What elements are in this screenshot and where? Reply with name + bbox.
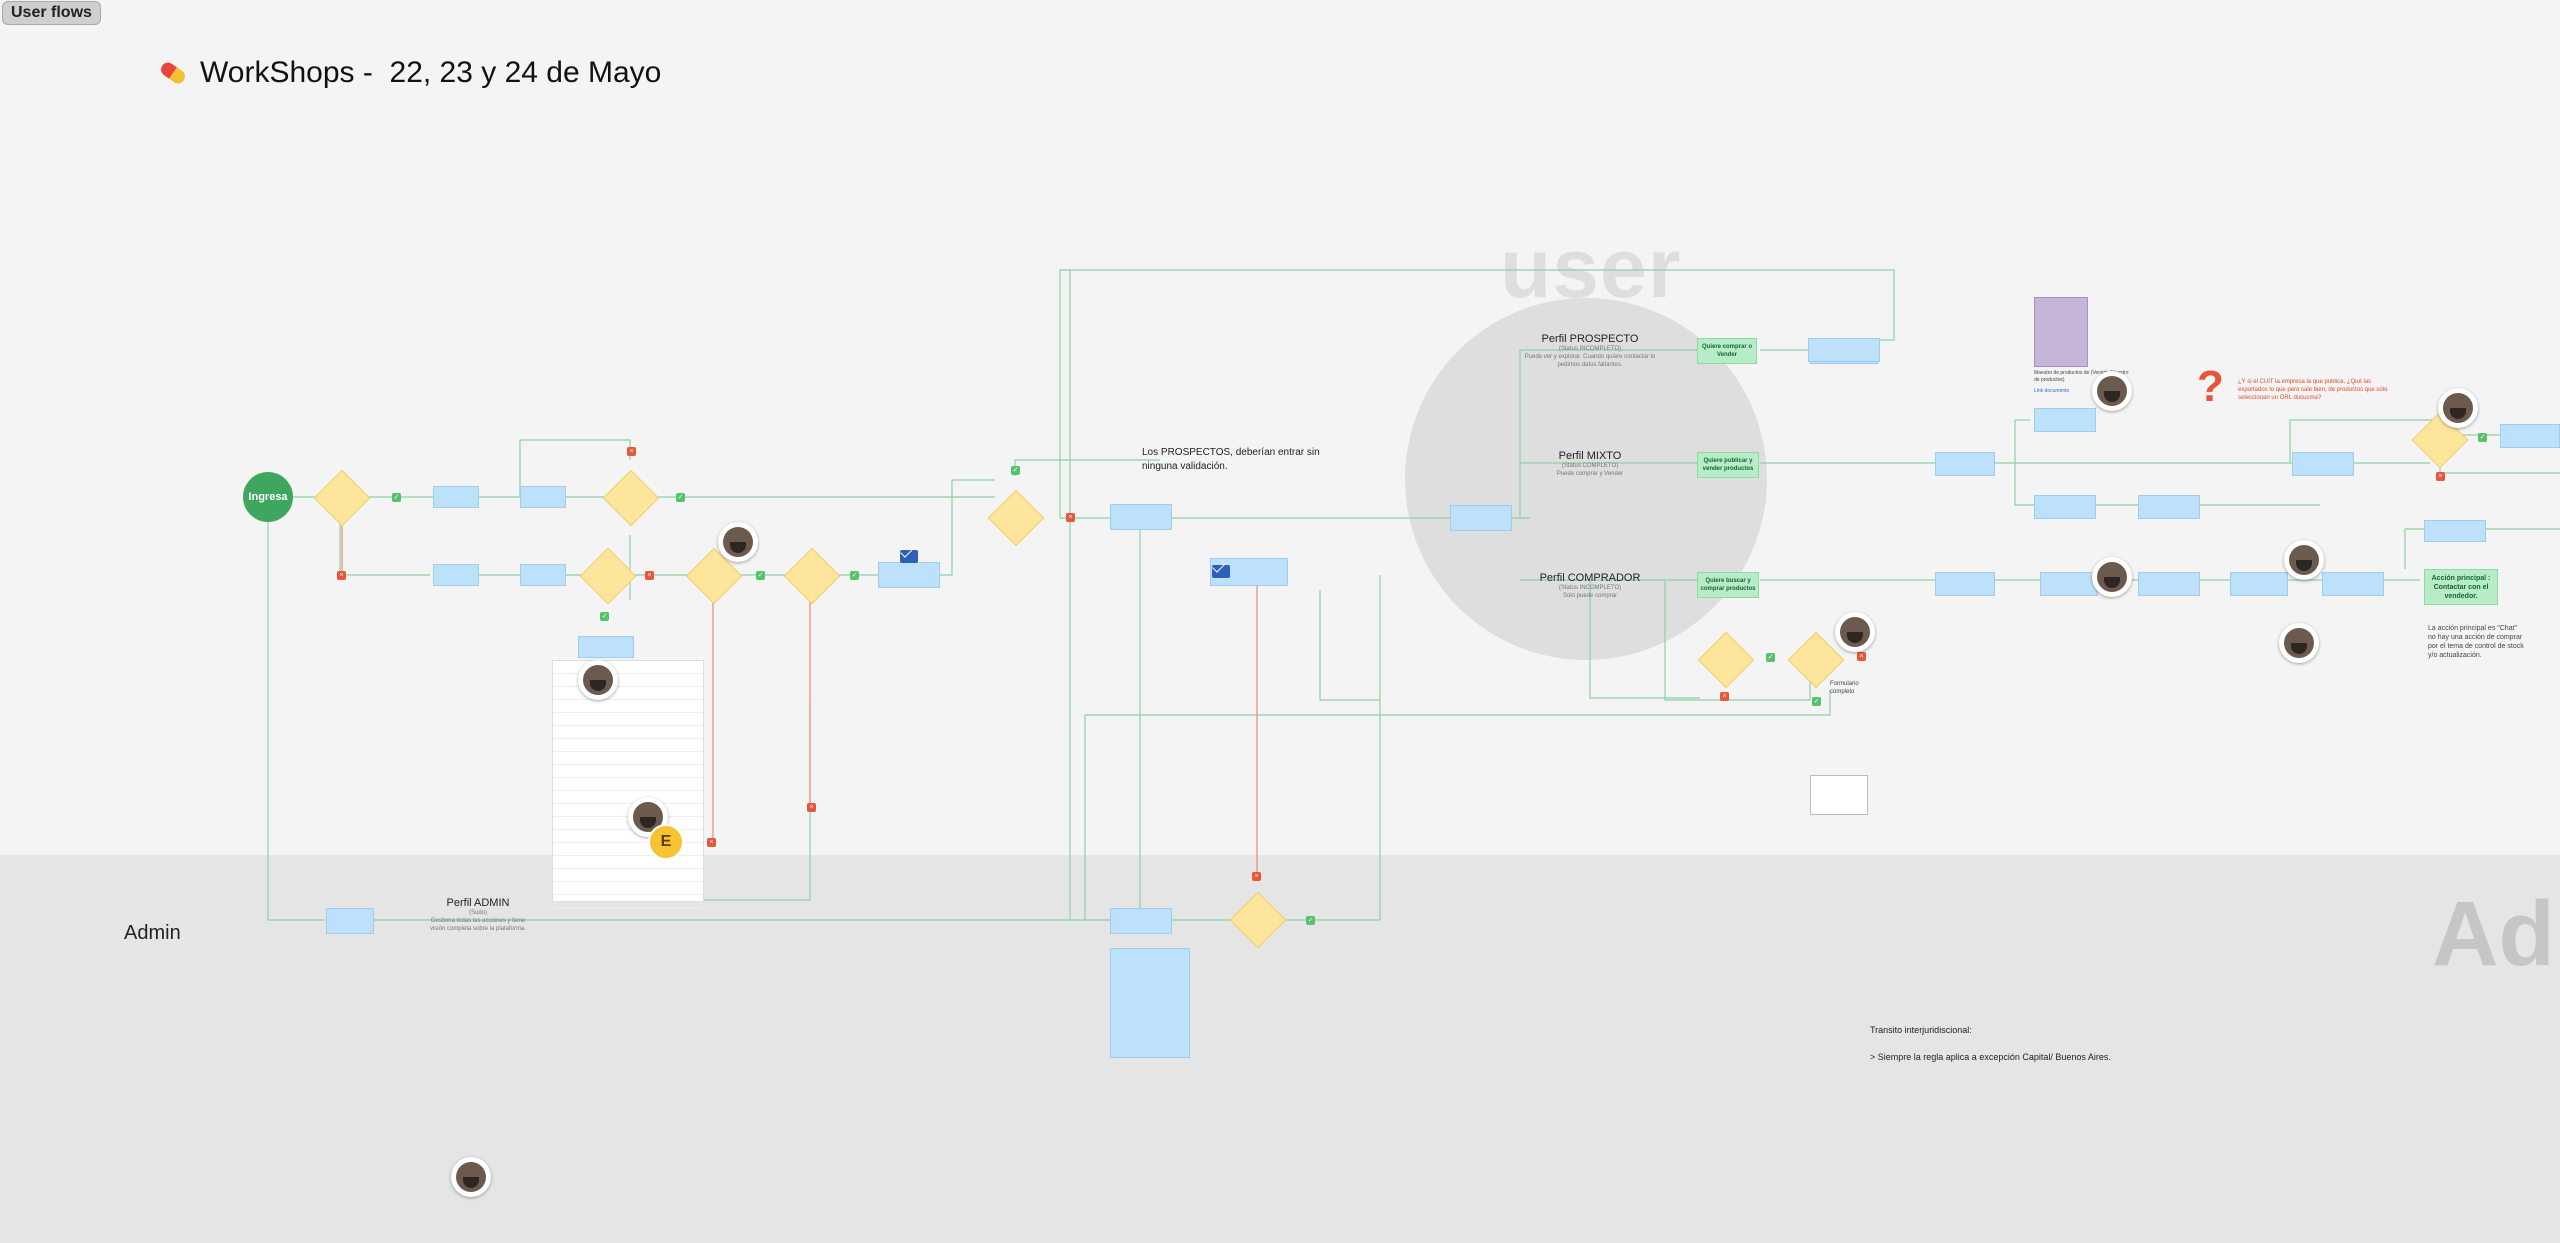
- cross-icon: ×: [337, 571, 346, 580]
- avatar-icon[interactable]: [2284, 540, 2324, 580]
- process-node[interactable]: [520, 486, 566, 508]
- admin-lane-label: Admin: [124, 922, 181, 944]
- cross-icon: ×: [1066, 513, 1075, 522]
- form-label[interactable]: Formulario completo: [1830, 681, 1859, 695]
- profile-status: (Status COMPLETO): [1561, 463, 1619, 469]
- avatar-icon[interactable]: [2092, 557, 2132, 597]
- cross-icon: ×: [807, 803, 816, 812]
- admin-watermark: Adm: [2432, 883, 2560, 985]
- check-icon: ✓: [392, 493, 401, 502]
- mail-icon: [900, 550, 918, 563]
- profile-mixto[interactable]: Perfil MIXTO (Status COMPLETO) Puede com…: [1520, 450, 1660, 478]
- maestro-note[interactable]: Maestro de productos de (Versión Maestro…: [2034, 370, 2129, 383]
- goal-comprar[interactable]: Quiere buscar y comprar productos: [1697, 572, 1759, 598]
- process-node[interactable]: [2040, 572, 2098, 596]
- process-node[interactable]: [578, 636, 634, 658]
- avatar-icon[interactable]: [2279, 623, 2319, 663]
- question-note[interactable]: ¿Y si el CUIT la empresa la que publica,…: [2238, 379, 2388, 401]
- check-icon: ✓: [850, 571, 859, 580]
- process-node[interactable]: [326, 908, 374, 934]
- profile-title: Perfil COMPRADOR: [1539, 572, 1641, 584]
- cross-icon: ×: [2436, 472, 2445, 481]
- avatar-icon[interactable]: [718, 522, 758, 562]
- avatar-icon[interactable]: [2092, 371, 2132, 411]
- document-thumbnail[interactable]: [2034, 297, 2088, 367]
- check-icon: ✓: [2478, 433, 2487, 442]
- transito-rule[interactable]: > Siempre la regla aplica a excepción Ca…: [1870, 1052, 2111, 1062]
- process-node[interactable]: [520, 564, 566, 586]
- process-node[interactable]: [1110, 504, 1172, 530]
- check-icon: ✓: [756, 571, 765, 580]
- process-node[interactable]: [2034, 495, 2096, 519]
- process-node[interactable]: [433, 564, 479, 586]
- process-node[interactable]: [1450, 505, 1512, 531]
- frame-tag[interactable]: User flows: [2, 1, 101, 25]
- process-node[interactable]: [2034, 408, 2096, 432]
- avatar-icon[interactable]: [451, 1157, 491, 1197]
- action-note[interactable]: La acción principal es "Chat" no hay una…: [2428, 625, 2524, 659]
- cross-icon: ×: [1252, 872, 1261, 881]
- question-icon: ?: [2197, 362, 2224, 411]
- profile-status: (Sudo): [468, 910, 487, 916]
- start-node[interactable]: Ingresa: [243, 472, 293, 522]
- avatar-icon[interactable]: [1835, 612, 1875, 652]
- process-node[interactable]: [1935, 452, 1995, 476]
- user-watermark: user: [1500, 221, 1682, 315]
- cross-icon: ×: [1720, 692, 1729, 701]
- profile-title: Perfil ADMIN: [446, 897, 510, 909]
- profile-comprador[interactable]: Perfil COMPRADOR (Status INCOMPLETO) Sol…: [1520, 572, 1660, 600]
- avatar-icon[interactable]: [578, 660, 618, 700]
- cross-icon: ×: [1857, 652, 1866, 661]
- data-table-card[interactable]: [552, 660, 704, 908]
- profile-title: Perfil MIXTO: [1558, 450, 1622, 462]
- profile-desc: Puede ver y explorar. Cuando quiere cont…: [1524, 354, 1656, 368]
- profile-desc: Gestiona todas las acciones y tiene visi…: [429, 918, 527, 932]
- process-node[interactable]: [1935, 572, 1995, 596]
- process-node[interactable]: [2292, 452, 2354, 476]
- check-icon: ✓: [676, 493, 685, 502]
- profile-title: Perfil PROSPECTO: [1541, 333, 1639, 345]
- check-icon: ✓: [600, 612, 609, 621]
- cross-icon: ×: [645, 571, 654, 580]
- process-node[interactable]: [2230, 572, 2288, 596]
- title-block: WorkShops - 22, 23 y 24 de Mayo: [158, 56, 662, 90]
- check-icon: ✓: [1306, 916, 1315, 925]
- cross-icon: ×: [627, 447, 636, 456]
- page-title[interactable]: WorkShops - 22, 23 y 24 de Mayo: [200, 56, 662, 89]
- process-node[interactable]: [2322, 572, 2384, 596]
- check-icon: ✓: [1011, 466, 1020, 475]
- doc-link[interactable]: Link documento: [2034, 388, 2070, 394]
- profile-desc: Solo puede comprar: [1562, 593, 1618, 599]
- profile-admin[interactable]: Perfil ADMIN (Sudo) Gestiona todas las a…: [428, 897, 528, 933]
- profile-desc: Puede comprar y Vender: [1556, 471, 1624, 477]
- transito-title[interactable]: Transito interjuridiscional:: [1870, 1025, 1972, 1035]
- action-box[interactable]: Acción principal : Contactar con el vend…: [2424, 569, 2498, 605]
- process-node[interactable]: [878, 562, 940, 588]
- prospect-note[interactable]: Los PROSPECTOS, deberían entrar sin ning…: [1142, 447, 1320, 472]
- process-node[interactable]: [2500, 424, 2560, 448]
- process-node[interactable]: [1808, 338, 1880, 362]
- cross-icon: ×: [707, 838, 716, 847]
- check-icon: ✓: [1766, 653, 1775, 662]
- check-icon: ✓: [1812, 697, 1821, 706]
- mail-icon: [1212, 565, 1230, 578]
- user-badge[interactable]: E: [648, 824, 684, 860]
- avatar-icon[interactable]: [2438, 388, 2478, 428]
- profile-status: (Status INCOMPLETO): [1558, 346, 1622, 352]
- admin-notes-card[interactable]: [1110, 948, 1190, 1058]
- profile-status: (Status INCOMPLETO): [1558, 585, 1622, 591]
- goal-publicar[interactable]: Quiere publicar y vender productos: [1697, 452, 1759, 478]
- goal-vender[interactable]: Quiere comprar o Vender: [1697, 338, 1757, 364]
- pill-icon: [158, 59, 188, 87]
- process-node[interactable]: [2138, 572, 2200, 596]
- process-node[interactable]: [433, 486, 479, 508]
- mini-table-card[interactable]: [1810, 775, 1868, 815]
- process-node[interactable]: [1110, 908, 1172, 934]
- profile-prospecto[interactable]: Perfil PROSPECTO (Status INCOMPLETO) Pue…: [1520, 333, 1660, 369]
- process-node[interactable]: [2424, 520, 2486, 542]
- process-node[interactable]: [2138, 495, 2200, 519]
